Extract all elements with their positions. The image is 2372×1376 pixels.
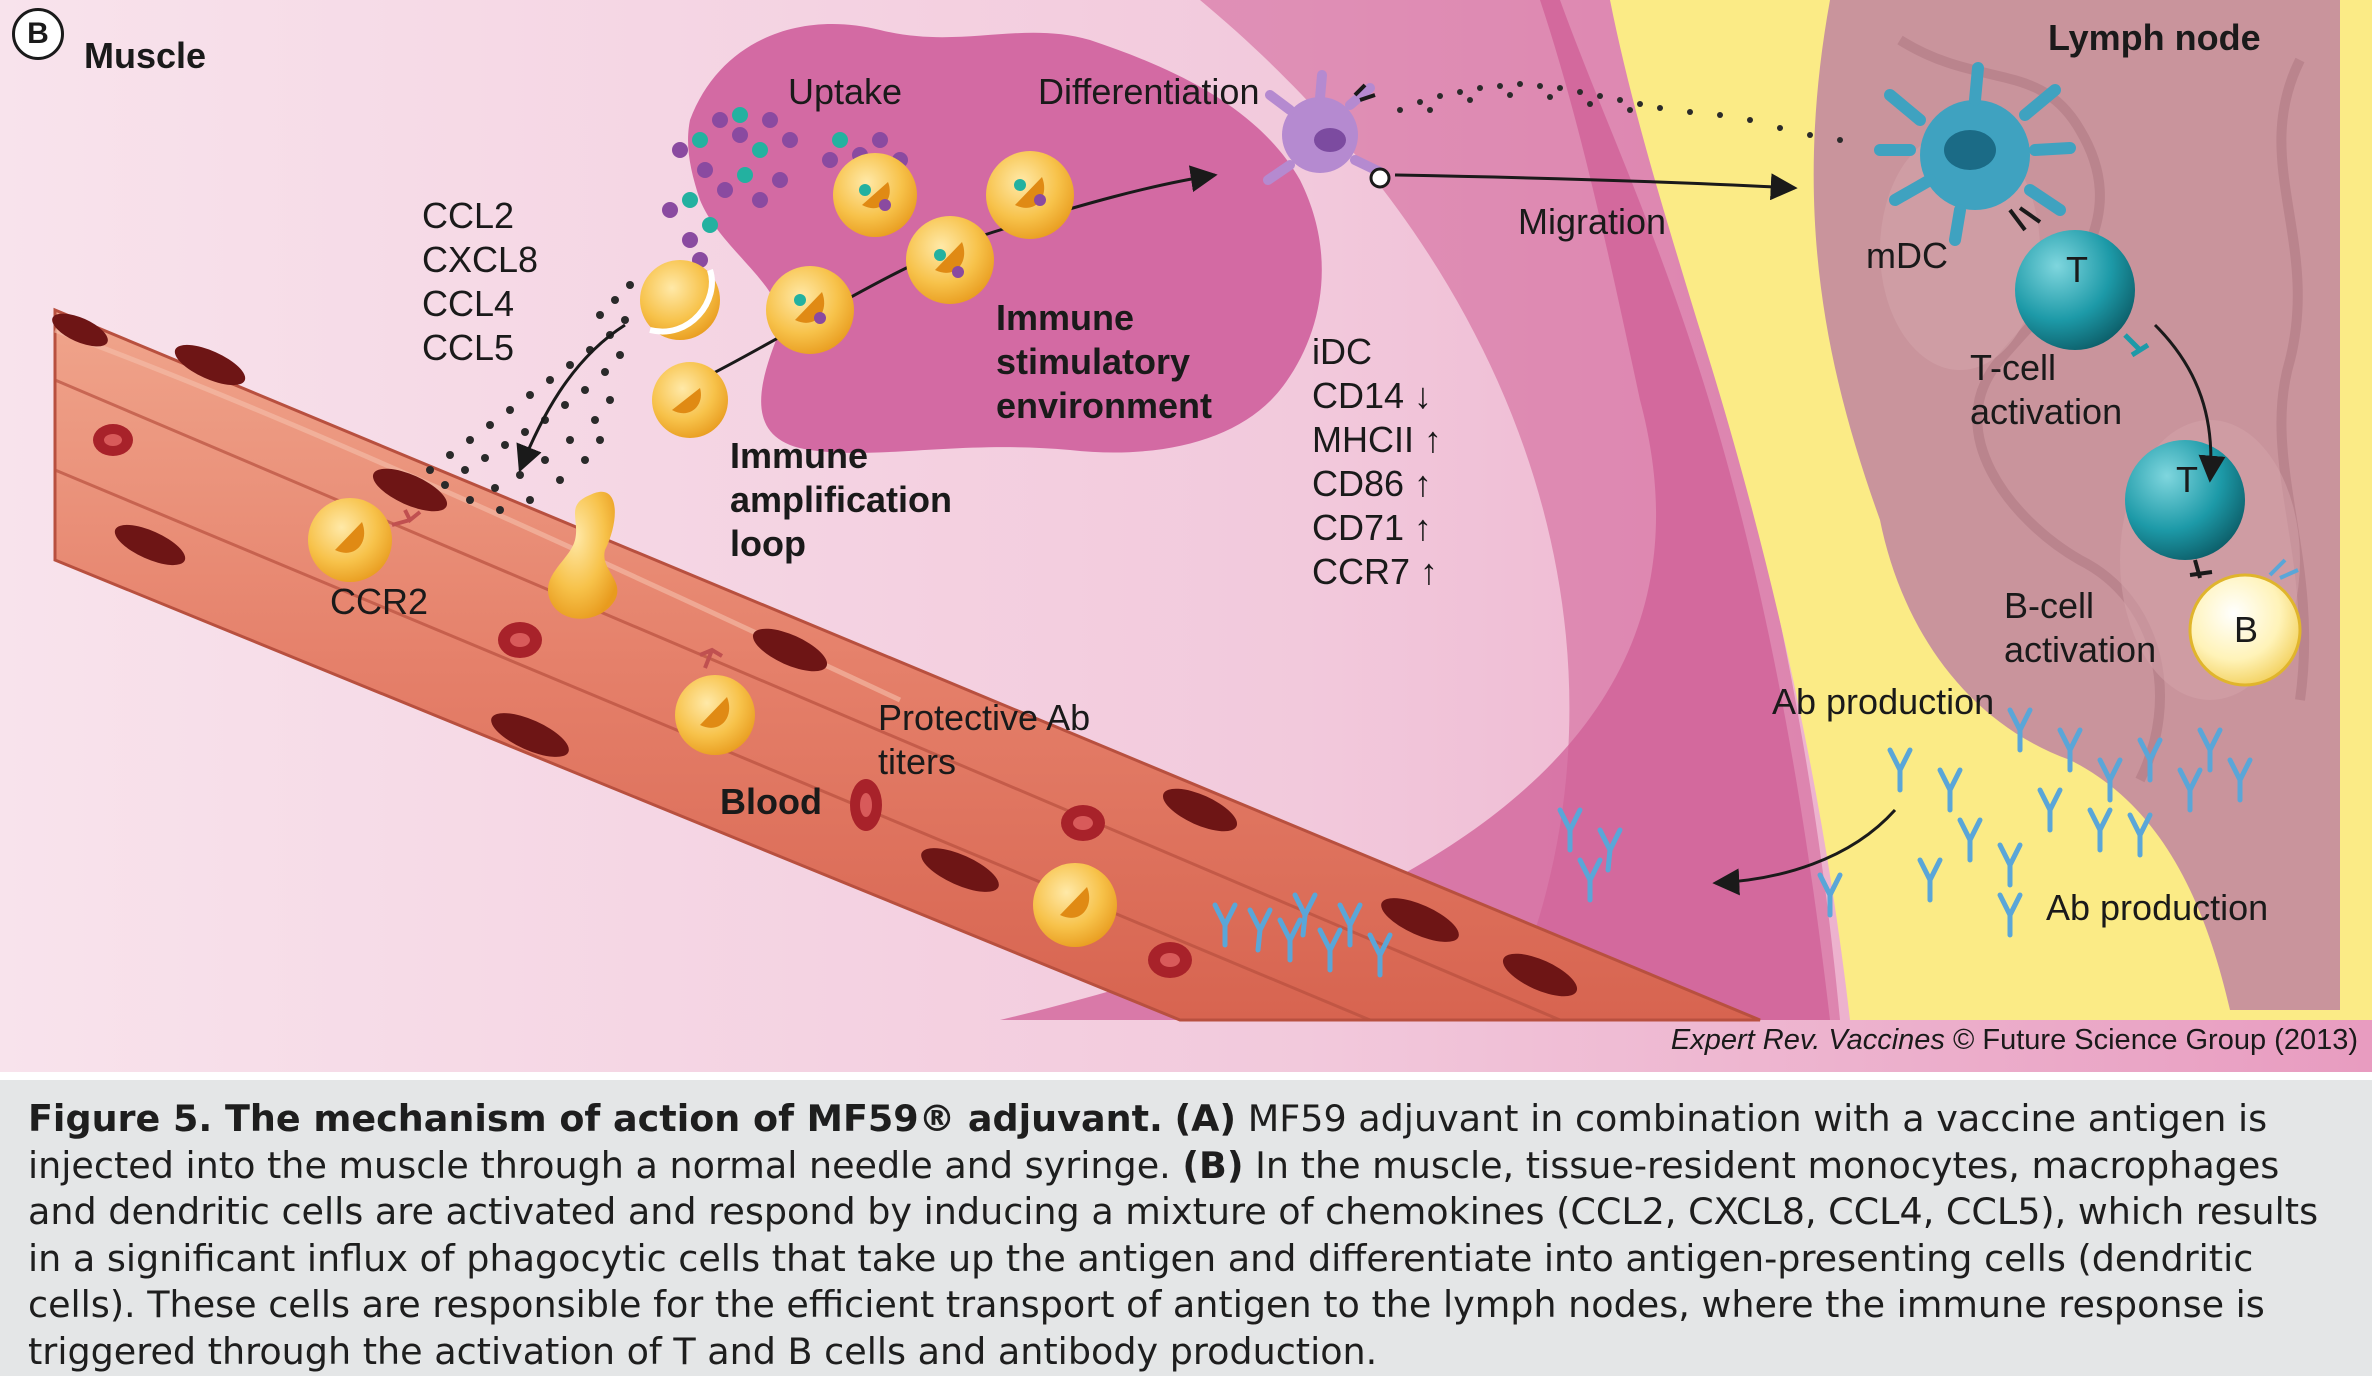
b-cell-activation-label: B-cell activation <box>2004 585 2157 670</box>
ab-production-label-top: Ab production <box>1772 681 1995 722</box>
ccr2-label: CCR2 <box>330 581 429 622</box>
b-cell-letter: B <box>2234 609 2259 650</box>
macrophage-cell <box>986 151 1074 239</box>
migration-trail <box>1397 81 1843 143</box>
blood-monocyte <box>1033 863 1117 947</box>
b-cell-shape <box>2188 558 2302 687</box>
extravasating-monocyte <box>547 491 618 619</box>
macrophage-cell <box>833 153 917 237</box>
caption-part-b-text: In the muscle, tissue-resident monocytes… <box>28 1143 2319 1373</box>
chemokine-item: CCL4 <box>422 283 515 324</box>
protective-ab-titers-label: Protective Ab titers <box>878 697 1091 782</box>
credit-journal: Expert Rev. Vaccines <box>1670 1024 1945 1056</box>
phagocyte-cells <box>308 151 1117 947</box>
caption-part-b-label: (B) <box>1182 1143 1244 1187</box>
macrophage-cell <box>906 216 994 304</box>
monocyte-cell <box>640 260 720 340</box>
idc-marker-item: CD71 ↑ <box>1312 507 1433 548</box>
t-to-b-arrow <box>2153 323 2226 483</box>
red-blood-cells <box>93 424 1192 978</box>
figure-caption: Figure 5. The mechanism of action of MF5… <box>0 1080 2372 1376</box>
idc-marker-item: CD14 ↓ <box>1312 375 1433 416</box>
stimulatory-environment-blob <box>688 24 1322 453</box>
monocyte-cell <box>652 362 728 438</box>
antibodies <box>1212 707 2253 978</box>
idc-marker-item: CD86 ↑ <box>1312 463 1433 504</box>
ab-production-label-bottom: Ab production <box>2046 887 2269 928</box>
differentiation-label: Differentiation <box>1038 71 1260 112</box>
t-cell-1-letter: T <box>2066 249 2088 290</box>
mdc-label: mDC <box>1866 235 1948 276</box>
ab-return-arrow <box>1712 808 1897 896</box>
immune-stimulatory-environment-label: Immune stimulatory environment <box>996 297 1213 426</box>
caption-figure-label: Figure 5. The mechanism of action of MF5… <box>28 1097 1163 1140</box>
t-cell-2-letter: T <box>2176 459 2198 500</box>
lymph-node-label: Lymph node <box>2048 17 2261 58</box>
t-cell-1-shape <box>2015 230 2150 358</box>
caption-part-a-label: (A) <box>1174 1097 1237 1140</box>
figure-credit: Expert Rev. Vaccines © Future Science Gr… <box>1671 1024 2358 1057</box>
blood-label: Blood <box>720 781 822 822</box>
t-cell-activation-label: T-cell activation <box>1970 347 2123 432</box>
caption-part-a-text: MF59 adjuvant in combination with a vacc… <box>28 1097 2268 1187</box>
idc-marker-item: iDC <box>1312 331 1372 372</box>
blood-vessel <box>53 307 1761 1022</box>
mature-dendritic-cell <box>1874 62 2076 246</box>
mechanism-illustration <box>0 0 2372 1072</box>
blood-monocyte <box>675 647 755 755</box>
monocyte-ccr2 <box>308 498 422 582</box>
chemokine-particles <box>426 281 634 514</box>
migration-arrow <box>1394 173 1798 201</box>
idc-marker-list: iDC CD14 ↓ MHCII ↑ CD86 ↑ CD71 ↑ CCR7 ↑ <box>1312 330 1442 594</box>
idc-marker-item: CCR7 ↑ <box>1312 551 1439 592</box>
migration-label: Migration <box>1518 201 1667 242</box>
macrophage-cell <box>766 266 854 354</box>
muscle-label: Muscle <box>84 35 207 76</box>
endothelial-nuclei <box>52 313 1578 997</box>
chemokine-item: CXCL8 <box>422 239 539 280</box>
chemokine-list: CCL2 CXCL8 CCL4 CCL5 <box>422 194 538 370</box>
panel-letter: B <box>12 8 64 60</box>
chemokine-arrow <box>516 323 626 473</box>
immature-dendritic-cell <box>1263 70 1391 189</box>
chemokine-item: CCL2 <box>422 195 515 236</box>
uptake-label: Uptake <box>788 71 903 112</box>
idc-marker-item: MHCII ↑ <box>1312 419 1442 460</box>
chemokine-item: CCL5 <box>422 327 515 368</box>
credit-copyright: © Future Science Group (2013) <box>1944 1024 2358 1056</box>
immune-amplification-loop-label: Immune amplification loop <box>730 435 953 564</box>
